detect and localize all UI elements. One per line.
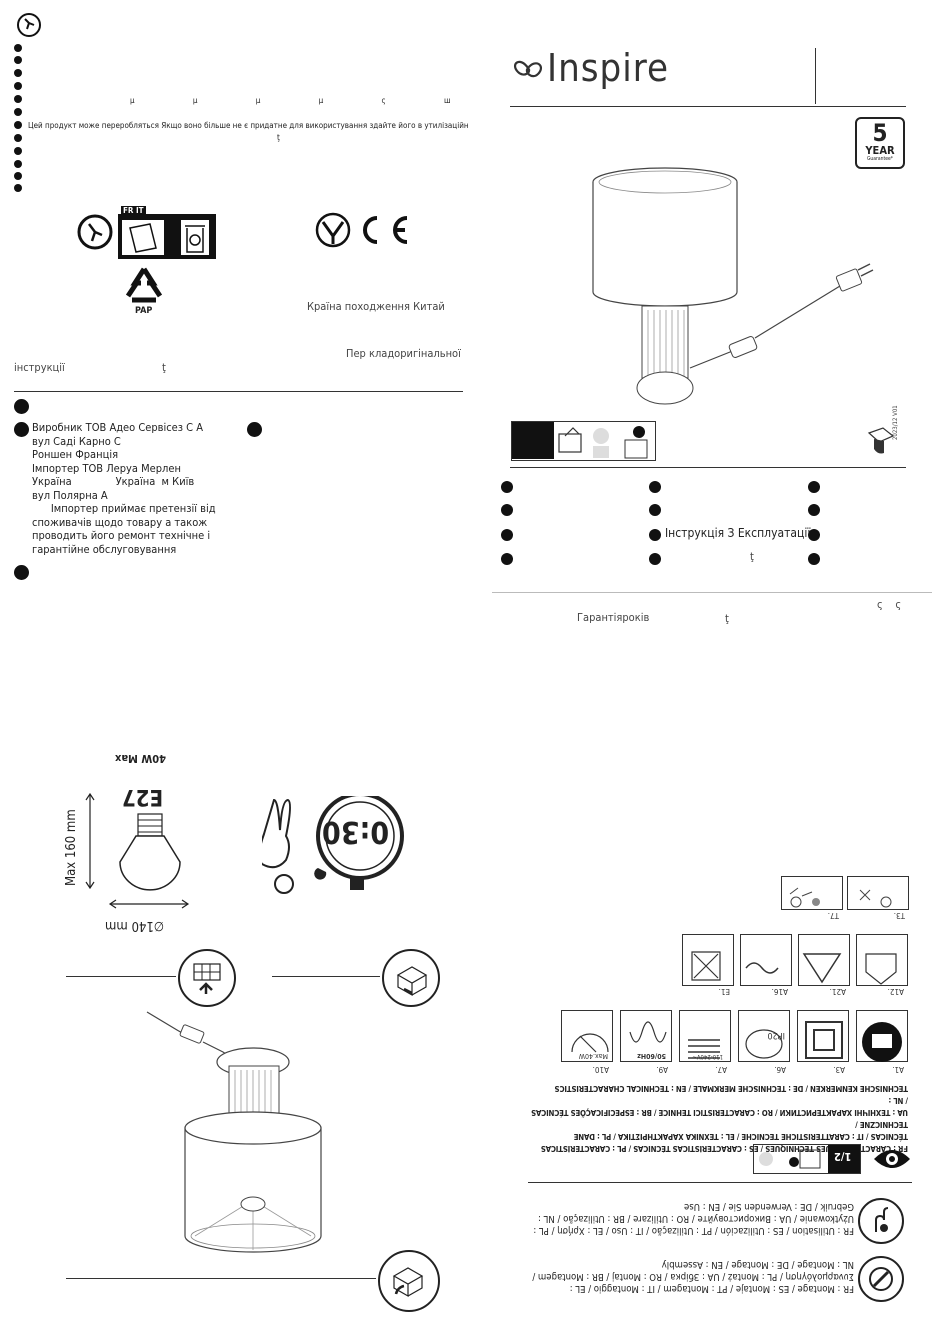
brand-name: Inspire [547,46,670,90]
assembly-steps-strip [511,421,656,461]
tail-glyph-3: ţ [750,550,754,563]
lang-dot [14,399,29,414]
use-heading: FR : Utilisation / ES : Utilización / PT… [533,1201,854,1236]
country-of-origin: Країна походження Китай [307,300,445,313]
header-line [510,106,906,107]
unbox-icon [382,949,440,1007]
mu-marks: µ µ µ µ ς ш [130,96,479,105]
pap-recycle-icon [125,267,163,303]
pap-label: PAP [135,306,153,316]
diameter-label: ∅140 mm [105,918,165,933]
max-watt-label: 40W Max [115,752,167,765]
translation-note-2: інструкції [14,361,65,374]
recycle-text: Цей продукт може переробляться Якщо воно… [28,121,468,130]
inspire-logo-icon [513,60,543,78]
lang-dot [247,422,262,437]
max-height-label: Max 160 mm [64,809,79,886]
safety-symbols [691,951,897,985]
step-line [66,1278,376,1279]
step-line [272,976,380,977]
guarantee-divider [492,592,932,593]
bulb-dimensions-diagram [85,792,190,909]
eye-icon [874,1150,910,1168]
spec-symbols [571,1021,902,1062]
sigma-marks: ς ς [877,598,902,611]
guarantee-text: Гарантіяроків [577,611,650,624]
brand-divider [815,48,816,104]
box-open-icon [396,966,428,997]
tail-glyph-2: ţ [162,361,166,374]
cooldown-timer-icon [262,796,404,894]
conformity-ce-icon [315,212,408,248]
page-steps-icons [759,1149,821,1169]
assembly-step-icon [378,1250,440,1312]
lang-dot [14,565,29,580]
lamp-inverted-illustration [146,1011,322,1253]
divider [14,391,463,392]
triman-sorting-icon [77,214,216,259]
translation-note: Пер кладоригінальної [346,347,461,360]
box-arrow-icon [392,1267,424,1298]
read-manual-icon [867,427,895,454]
page-indicator [753,1144,861,1174]
fr-it-badge: FR IT [121,206,146,215]
strip-divider [510,467,906,468]
screwdriver-icon [869,1267,893,1291]
table-lamp-illustration [592,167,874,405]
tail-glyph-4: ţ [725,612,729,625]
wall-install-icon [178,949,236,1007]
recycle-hand-icon [17,13,41,37]
manual-title: Інструкція З Експлуатації [665,526,811,540]
use-icon [858,1198,904,1244]
edition-code: 2023/12 V01 [892,405,899,440]
touch-switch-icon [875,1207,889,1232]
manufacturer-block: Виробник ТОВ Адео Сервісез С А вул Саді … [32,421,216,556]
timer-value: 0:30 [322,814,390,849]
tail-glyph: ţ [277,133,280,142]
grid-arrow-icon [193,963,221,994]
no-cover-lamp-icons [789,887,892,908]
assembly-heading: FR : Montage / ES : Montaje / PT : Monta… [532,1259,854,1294]
assembly-icon [858,1256,904,1302]
page-indicator-fill [828,1145,860,1173]
step-line [66,976,176,977]
guarantee-badge: 5 YEAR Guarantee* [855,117,905,169]
use-divider [528,1182,912,1183]
assembly-steps-icons [558,426,648,459]
page-number: 1/2 [834,1150,852,1163]
lang-dot [14,422,29,437]
